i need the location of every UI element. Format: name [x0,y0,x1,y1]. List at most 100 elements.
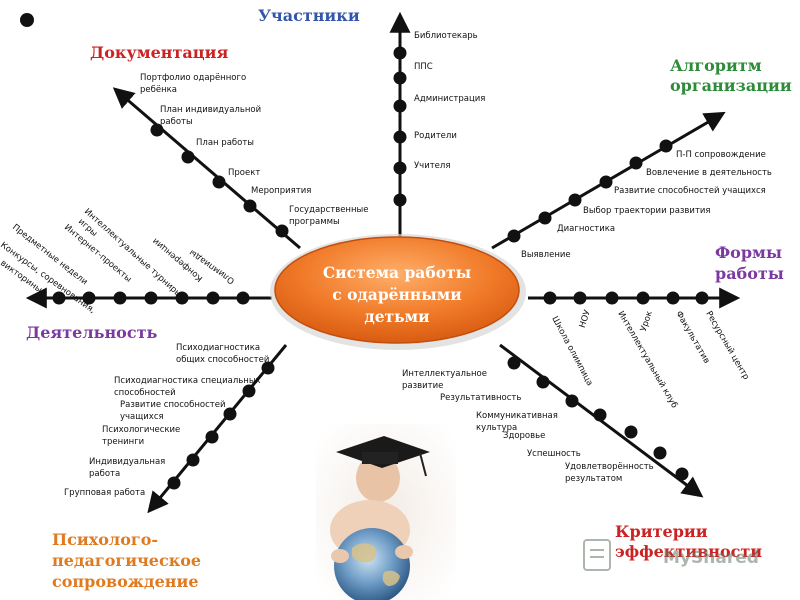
axis-node [181,150,195,164]
participant-label: Родители [414,131,457,141]
axis-node [629,156,643,170]
axis-node [275,224,289,238]
documentation-label: работы [160,117,193,127]
axis-node [393,71,407,85]
center-title-line1: Система работы [323,263,471,282]
documentation-label: Портфолио одарённого [140,73,246,83]
psych-label: учащихся [120,412,164,422]
psych-label: работа [89,469,120,479]
axis-node [393,193,407,207]
decorative-bullet [20,13,34,27]
axis-node [167,476,181,490]
axis-node [565,394,579,408]
axis-node [393,99,407,113]
axis-node [536,375,550,389]
axis-node [393,130,407,144]
criteria-label: Удовлетворённость [565,462,654,472]
algorithm-label: Выбор траектории развития [583,206,711,216]
axis-psych [147,344,288,514]
documentation-label: Мероприятия [251,186,311,196]
category-criteria: эффективности [615,542,762,561]
axis-node [243,199,257,213]
category-activity: Деятельность [26,323,158,342]
psych-label: Групповая работа [64,488,145,498]
criteria-label: Успешность [527,449,581,459]
algorithm-label: Вовлечение в деятельность [646,168,772,178]
axis-node [150,123,164,137]
axis-node [393,161,407,175]
documentation-label: План работы [196,138,254,148]
axis-node [186,453,200,467]
documentation-label: программы [289,217,340,227]
axis-node [538,211,552,225]
axis-node [205,430,219,444]
axis-node [695,291,709,305]
center-node: Система работы с одарёнными детьми [270,234,526,350]
baby-globe-photo [316,424,456,600]
axis-activity [25,287,272,309]
watermark-text: MyShared [663,548,759,568]
axis-node [599,175,613,189]
axis-node [223,407,237,421]
axis-node [175,291,189,305]
category-algorithm: организации [670,76,792,95]
axis-node [675,467,689,481]
axis-node [242,384,256,398]
documentation-label: ребёнка [140,85,177,95]
center-title-line2: с одарёнными [332,285,461,304]
axis-node [113,291,127,305]
axis-forms [528,287,741,309]
psych-label: Индивидуальная [89,457,165,467]
participant-label: Библиотекарь [414,31,478,41]
algorithm-label: Выявление [521,250,571,260]
axis-node [212,175,226,189]
axis-node [624,425,638,439]
category-psych: Психолого- [52,530,158,549]
criteria-label: результатом [565,474,622,484]
algorithm-label: Диагностика [557,224,615,234]
axis-node [653,446,667,460]
category-psych: сопровождение [52,572,199,591]
axis-node [507,229,521,243]
axis-node [543,291,557,305]
axis-algorithm [491,111,726,250]
axis-node [393,46,407,60]
psych-label: способностей [114,388,176,398]
axis-documentation [112,87,301,250]
axis-node [666,291,680,305]
participant-label: Администрация [414,94,485,104]
participant-label: Учителя [414,161,450,171]
axis-node [261,361,275,375]
axis-node [52,291,66,305]
category-documentation: Документация [90,43,228,62]
algorithm-label: П-П сопровождение [676,150,766,160]
category-psych: педагогическое [52,551,201,570]
category-criteria: Критерии [615,522,708,541]
psych-label: Психологические [102,425,180,435]
axis-node [659,139,673,153]
criteria-label: развитие [402,381,443,391]
psych-label: тренинги [102,437,144,447]
axis-node [507,356,521,370]
axis-node [573,291,587,305]
documentation-label: План индивидуальной [160,105,261,115]
axis-node [206,291,220,305]
criteria-label: Здоровье [503,431,545,441]
axis-node [144,291,158,305]
criteria-label: Результативность [440,393,521,403]
criteria-label: Коммуникативная [476,411,558,421]
axis-node [593,408,607,422]
category-algorithm: Алгоритм [670,56,762,75]
documentation-label: Государственные [289,205,369,215]
axis-criteria [499,343,704,498]
axis-node [82,291,96,305]
axis-participants [389,11,411,240]
category-participants: Участники [258,6,360,25]
watermark: MyShared [583,539,759,571]
psych-label: Психодиагностика [176,343,260,353]
psych-label: Психодиагностика специальных [114,376,261,386]
participant-label: ППС [414,62,433,72]
criteria-label: культура [476,423,517,433]
axis-node [605,291,619,305]
psych-label: Развитие способностей [120,400,225,410]
